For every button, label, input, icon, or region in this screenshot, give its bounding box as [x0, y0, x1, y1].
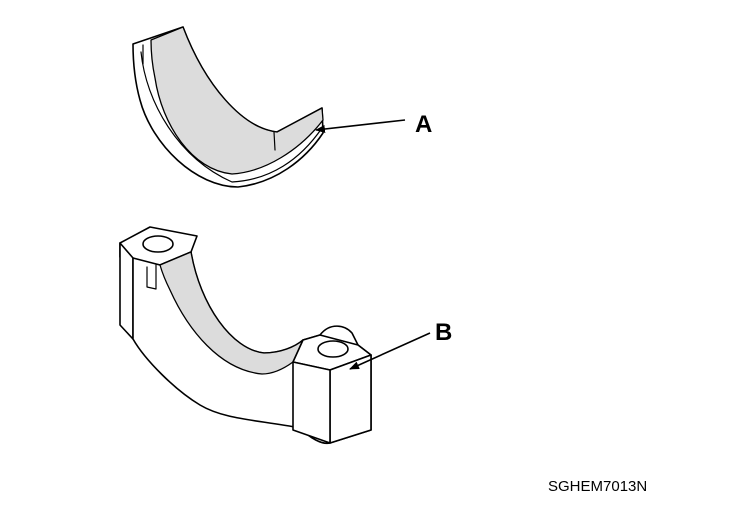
bearing-shell-inner-surface	[150, 26, 324, 175]
bolt-hole-right	[317, 340, 349, 358]
leader-arrow-a	[315, 119, 406, 133]
bearing-cap-notch	[146, 264, 157, 290]
bearing-cap	[119, 226, 372, 445]
bearing-shell	[132, 26, 324, 188]
callout-label-b: B	[435, 319, 453, 346]
bearing-shell-rim-line	[140, 51, 323, 183]
bearing-cap-right-side-face	[292, 361, 331, 444]
figure-code: SGHEM7013N	[548, 478, 648, 495]
bearing-cap-left-front-face	[119, 242, 134, 340]
bearing-cap-bearing-seat	[159, 251, 304, 375]
leader-arrow-b	[349, 332, 431, 370]
bearing-shell-edge-line	[273, 131, 276, 151]
callout-label-a: A	[415, 111, 433, 138]
bolt-hole-left	[142, 235, 174, 253]
